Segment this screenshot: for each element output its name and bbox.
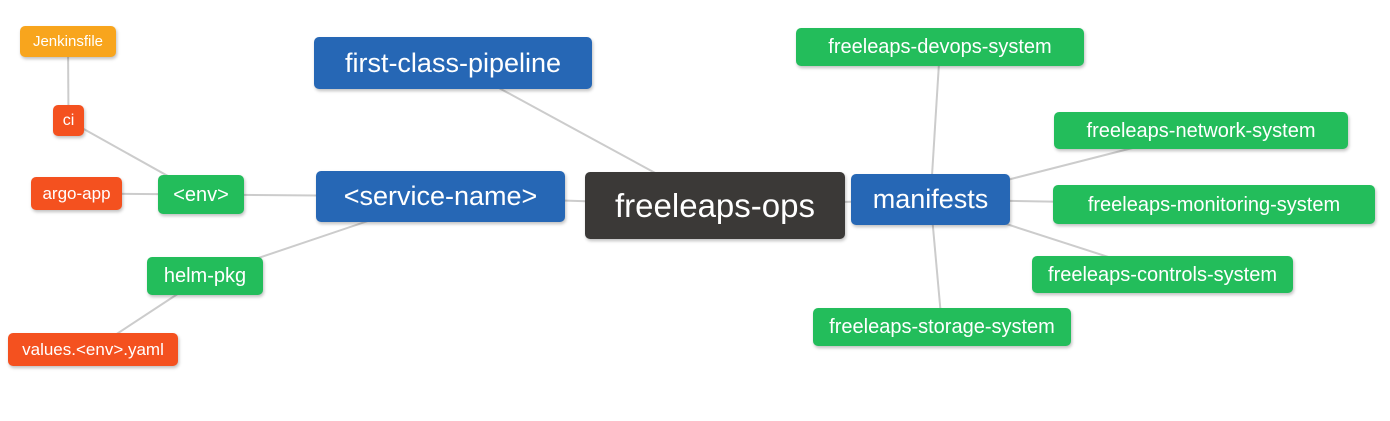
node-freeleaps-controls-system[interactable]: freeleaps-controls-system xyxy=(1032,256,1293,293)
node-freeleaps-monitoring-system[interactable]: freeleaps-monitoring-system xyxy=(1053,185,1375,224)
node-argo-app[interactable]: argo-app xyxy=(31,177,122,210)
node-env[interactable]: <env> xyxy=(158,175,244,214)
node-manifests[interactable]: manifests xyxy=(851,174,1010,225)
node-freeleaps-network-system[interactable]: freeleaps-network-system xyxy=(1054,112,1348,149)
node-freeleaps-devops-system[interactable]: freeleaps-devops-system xyxy=(796,28,1084,66)
node-service-name[interactable]: <service-name> xyxy=(316,171,565,222)
node-ci[interactable]: ci xyxy=(53,105,84,136)
node-jenkinsfile[interactable]: Jenkinsfile xyxy=(20,26,116,57)
node-first-class-pipeline[interactable]: first-class-pipeline xyxy=(314,37,592,89)
node-freeleaps-ops[interactable]: freeleaps-ops xyxy=(585,172,845,239)
node-helm-pkg[interactable]: helm-pkg xyxy=(147,257,263,295)
node-freeleaps-storage-system[interactable]: freeleaps-storage-system xyxy=(813,308,1071,346)
node-values-env-yaml[interactable]: values.<env>.yaml xyxy=(8,333,178,366)
